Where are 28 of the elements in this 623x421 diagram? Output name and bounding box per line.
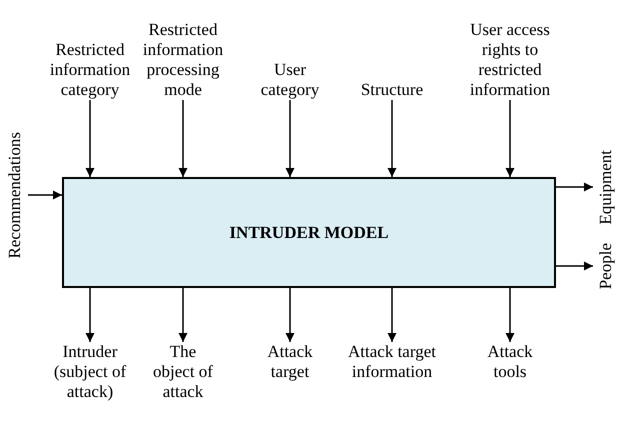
input-label: Restricted information processing mode (142, 20, 224, 100)
arrow (506, 100, 514, 177)
arrow (506, 288, 514, 342)
output-label: People (596, 242, 616, 290)
arrow (178, 100, 188, 177)
input-label: User access rights to restricted information (468, 20, 552, 100)
input-label: Structure (360, 80, 424, 100)
arrow (178, 288, 188, 342)
arrow (556, 262, 593, 270)
output-label: Attack target information (347, 342, 437, 382)
arrow (86, 100, 94, 177)
arrow (286, 288, 294, 342)
process-box (62, 177, 556, 288)
output-label: Attack target (266, 342, 314, 382)
output-label: Attack tools (486, 342, 534, 382)
input-label: User category (260, 60, 320, 100)
arrow (286, 100, 294, 177)
input-label: Restricted information category (48, 40, 132, 100)
arrow (86, 288, 94, 342)
output-label: Intruder (subject of attack) (52, 342, 128, 402)
arrow (388, 288, 396, 342)
output-label: Equipment (596, 150, 616, 224)
input-label: Recommendations (5, 132, 25, 258)
arrow (556, 182, 593, 192)
box-title: INTRUDER MODEL (229, 222, 389, 242)
arrow (28, 190, 62, 200)
output-label: The object of attack (152, 342, 214, 402)
arrow (388, 100, 396, 177)
